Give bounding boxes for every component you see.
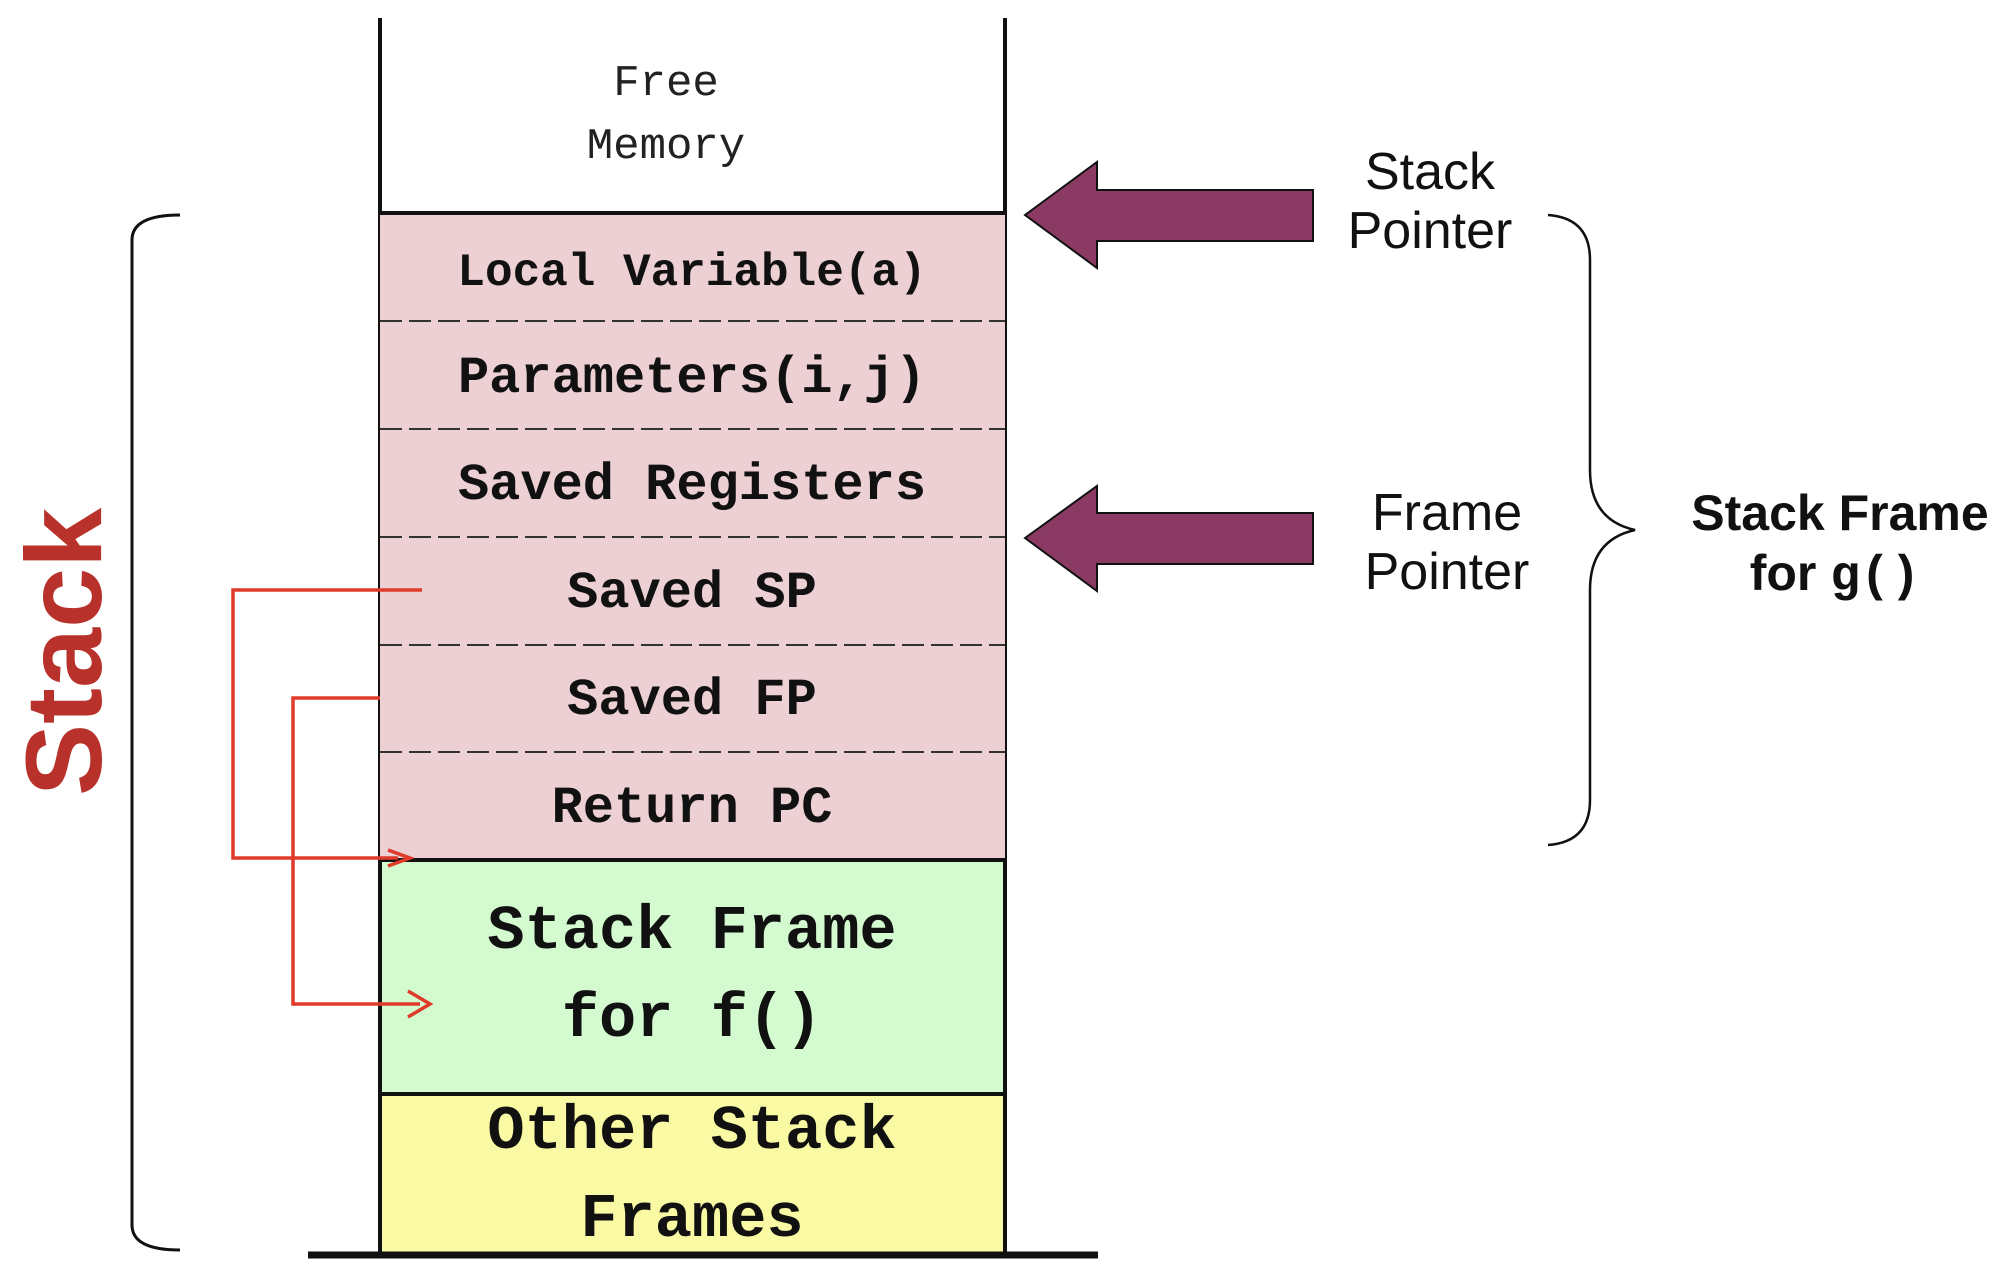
- saved-sp-link-line: [231, 588, 422, 860]
- cell-local-variable: Local Variable(a): [457, 247, 926, 299]
- cell-parameters: Parameters(i,j): [458, 349, 926, 408]
- brace-label-line1: Stack Frame: [1691, 485, 1988, 541]
- other-frames-box: [378, 1092, 1007, 1256]
- brace-label-line2: for g(): [1750, 545, 1921, 606]
- cell-saved-sp: Saved SP: [567, 564, 817, 623]
- stack-bracket: [130, 213, 181, 1252]
- f-frame-box: [378, 858, 1007, 1096]
- g-stack-frame: Local Variable(a) Parameters(i,j) Saved …: [380, 211, 1005, 860]
- saved-fp-link-line: [291, 696, 420, 1006]
- frame-pointer-label-line1: Frame: [1372, 484, 1522, 542]
- frame-pointer-label-line2: Pointer: [1365, 543, 1530, 601]
- stack-side-label: Stack: [3, 507, 124, 796]
- free-memory-line2: Memory: [587, 122, 745, 172]
- free-memory-region: Free Memory: [587, 59, 745, 172]
- brace-label-g-call: g(): [1830, 549, 1920, 606]
- cell-saved-registers: Saved Registers: [458, 456, 926, 515]
- g-frame-brace: [1547, 213, 1636, 847]
- stack-pointer-arrow: [1023, 160, 1314, 270]
- other-frames-line2: Frames: [580, 1184, 803, 1255]
- saved-sp-arrowhead: [387, 848, 416, 868]
- f-stack-frame: Stack Frame for f(): [378, 858, 1007, 1096]
- free-memory-line1: Free: [613, 59, 719, 109]
- cell-saved-fp: Saved FP: [567, 671, 817, 730]
- cell-return-pc: Return PC: [552, 779, 833, 838]
- saved-fp-link-arrow: [291, 696, 434, 1019]
- other-stack-frames: Other Stack Frames: [378, 1092, 1007, 1256]
- brace-label-for: for: [1750, 545, 1831, 601]
- saved-fp-arrowhead: [407, 989, 434, 1019]
- saved-sp-link-arrow: [231, 588, 422, 868]
- stack-pointer-label-line1: Stack: [1365, 143, 1496, 201]
- f-frame-line1: Stack Frame: [487, 896, 896, 967]
- frame-pointer-arrow: [1023, 484, 1314, 593]
- other-frames-line1: Other Stack: [487, 1096, 896, 1167]
- f-frame-line2: for f(): [562, 984, 822, 1055]
- stack-pointer-label-line2: Pointer: [1348, 202, 1513, 260]
